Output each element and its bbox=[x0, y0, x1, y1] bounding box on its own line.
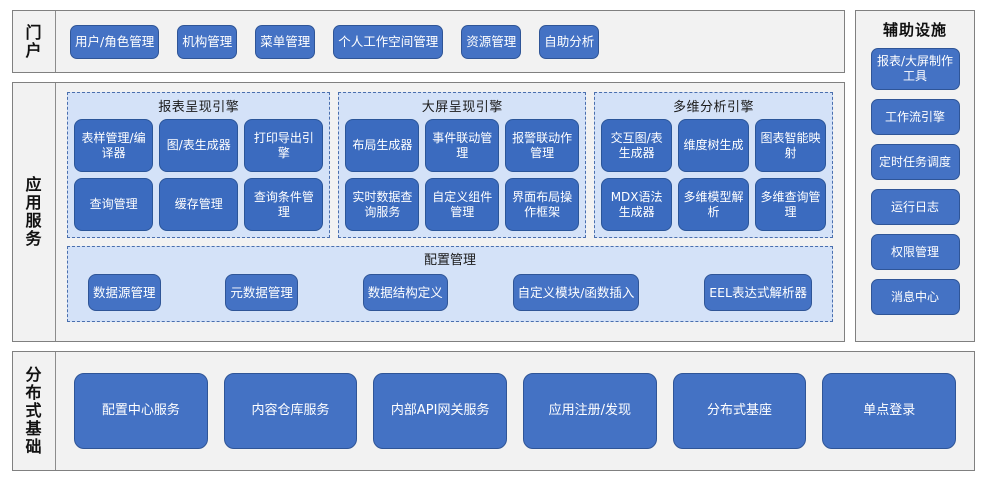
portal-item-resource[interactable]: 资源管理 bbox=[461, 24, 522, 59]
portal-item-org[interactable]: 机构管理 bbox=[177, 24, 238, 59]
distributed-foundation-label: 分布式基础 bbox=[13, 352, 55, 470]
portal-section-label-text: 门户 bbox=[25, 22, 43, 60]
portal-item-menu[interactable]: 菜单管理 bbox=[255, 24, 316, 59]
config-management-title: 配置管理 bbox=[423, 253, 476, 268]
distributed-foundation-section: 分布式基础 配置中心服务 内容仓库服务 内部API网关服务 应用注册/发现 分布… bbox=[12, 351, 975, 471]
portal-item-list: 用户/角色管理 机构管理 菜单管理 个人工作空间管理 资源管理 自助分析 bbox=[56, 11, 844, 72]
dist-item-internal-api-gateway[interactable]: 内部API网关服务 bbox=[373, 373, 508, 449]
report-item-query-management[interactable]: 查询管理 bbox=[74, 178, 154, 231]
portal-item-self-service[interactable]: 自助分析 bbox=[539, 24, 600, 59]
config-item-eel-expression-parser[interactable]: EEL表达式解析器 bbox=[704, 274, 812, 311]
bigscreen-item-layout-generator[interactable]: 布局生成器 bbox=[345, 119, 420, 172]
olap-analysis-engine-title: 多维分析引擎 bbox=[673, 100, 755, 115]
report-item-chart-table-generator[interactable]: 图/表生成器 bbox=[159, 119, 239, 172]
olap-item-dimension-tree[interactable]: 维度树生成 bbox=[678, 119, 750, 172]
olap-item-multidim-model-parse[interactable]: 多维模型解析 bbox=[678, 178, 750, 231]
olap-item-interactive-chart-generator[interactable]: 交互图/表生成器 bbox=[601, 119, 673, 172]
application-services-section: 应用服务 报表呈现引擎 表样管理/编译器 图/表生成器 打印导出引擎 查询管理 … bbox=[12, 82, 845, 342]
aux-facilities-list: 报表/大屏制作工具 工作流引擎 定时任务调度 运行日志 权限管理 消息中心 bbox=[856, 48, 974, 315]
report-item-query-condition-management[interactable]: 查询条件管理 bbox=[244, 178, 324, 231]
portal-section: 门户 用户/角色管理 机构管理 菜单管理 个人工作空间管理 资源管理 自助分析 bbox=[12, 10, 845, 73]
dist-item-config-center[interactable]: 配置中心服务 bbox=[74, 373, 208, 449]
aux-facilities-section: 辅助设施 报表/大屏制作工具 工作流引擎 定时任务调度 运行日志 权限管理 消息… bbox=[855, 10, 975, 342]
aux-item-scheduled-task[interactable]: 定时任务调度 bbox=[870, 144, 960, 180]
portal-section-label: 门户 bbox=[13, 11, 55, 72]
application-services-body: 报表呈现引擎 表样管理/编译器 图/表生成器 打印导出引擎 查询管理 缓存管理 … bbox=[55, 83, 844, 341]
aux-item-workflow-engine[interactable]: 工作流引擎 bbox=[870, 99, 960, 135]
bigscreen-item-custom-component[interactable]: 自定义组件管理 bbox=[425, 178, 500, 231]
olap-item-multidim-query-management[interactable]: 多维查询管理 bbox=[755, 178, 826, 231]
application-services-content: 报表呈现引擎 表样管理/编译器 图/表生成器 打印导出引擎 查询管理 缓存管理 … bbox=[56, 83, 844, 341]
bigscreen-item-alarm-action[interactable]: 报警联动作管理 bbox=[505, 119, 580, 172]
bigscreen-rendering-engine-title: 大屏呈现引擎 bbox=[421, 100, 503, 115]
olap-analysis-engine-grid: 交互图/表生成器 维度树生成 图表智能映射 MDX语法生成器 多维模型解析 多维… bbox=[601, 119, 826, 231]
olap-analysis-engine-panel: 多维分析引擎 交互图/表生成器 维度树生成 图表智能映射 MDX语法生成器 多维… bbox=[594, 92, 833, 238]
report-item-template-compiler[interactable]: 表样管理/编译器 bbox=[74, 119, 154, 172]
config-item-metadata[interactable]: 元数据管理 bbox=[225, 274, 298, 311]
report-item-print-export-engine[interactable]: 打印导出引擎 bbox=[244, 119, 324, 172]
report-rendering-engine-grid: 表样管理/编译器 图/表生成器 打印导出引擎 查询管理 缓存管理 查询条件管理 bbox=[74, 119, 324, 231]
config-item-custom-module-function[interactable]: 自定义模块/函数插入 bbox=[512, 274, 640, 311]
report-rendering-engine-panel: 报表呈现引擎 表样管理/编译器 图/表生成器 打印导出引擎 查询管理 缓存管理 … bbox=[67, 92, 331, 238]
olap-item-mdx-generator[interactable]: MDX语法生成器 bbox=[601, 178, 673, 231]
distributed-foundation-list: 配置中心服务 内容仓库服务 内部API网关服务 应用注册/发现 分布式基座 单点… bbox=[56, 352, 974, 470]
report-rendering-engine-title: 报表呈现引擎 bbox=[158, 100, 240, 115]
config-item-data-structure[interactable]: 数据结构定义 bbox=[362, 274, 448, 311]
report-item-cache-management[interactable]: 缓存管理 bbox=[159, 178, 239, 231]
config-management-panel: 配置管理 数据源管理 元数据管理 数据结构定义 自定义模块/函数插入 EEL表达… bbox=[67, 246, 833, 322]
config-management-list: 数据源管理 元数据管理 数据结构定义 自定义模块/函数插入 EEL表达式解析器 bbox=[76, 271, 824, 314]
dist-item-sso[interactable]: 单点登录 bbox=[822, 373, 957, 449]
bigscreen-item-ui-layout-framework[interactable]: 界面布局操作框架 bbox=[505, 178, 580, 231]
bigscreen-rendering-engine-grid: 布局生成器 事件联动管理 报警联动作管理 实时数据查询服务 自定义组件管理 界面… bbox=[345, 119, 580, 231]
bigscreen-item-event-linkage[interactable]: 事件联动管理 bbox=[425, 119, 500, 172]
aux-item-runtime-log[interactable]: 运行日志 bbox=[870, 189, 960, 225]
portal-item-user-role[interactable]: 用户/角色管理 bbox=[70, 24, 160, 59]
olap-item-chart-smart-mapping[interactable]: 图表智能映射 bbox=[755, 119, 826, 172]
bigscreen-rendering-engine-panel: 大屏呈现引擎 布局生成器 事件联动管理 报警联动作管理 实时数据查询服务 自定义… bbox=[338, 92, 587, 238]
dist-item-content-repository[interactable]: 内容仓库服务 bbox=[223, 373, 358, 449]
application-services-label-text: 应用服务 bbox=[25, 175, 43, 248]
config-item-datasource[interactable]: 数据源管理 bbox=[88, 274, 161, 311]
application-services-label: 应用服务 bbox=[13, 83, 55, 341]
portal-item-workspace[interactable]: 个人工作空间管理 bbox=[333, 24, 444, 59]
aux-item-permission[interactable]: 权限管理 bbox=[870, 234, 960, 270]
distributed-foundation-label-text: 分布式基础 bbox=[25, 365, 43, 456]
bigscreen-item-realtime-query[interactable]: 实时数据查询服务 bbox=[345, 178, 420, 231]
dist-item-app-registry-discovery[interactable]: 应用注册/发现 bbox=[523, 373, 657, 449]
engines-row: 报表呈现引擎 表样管理/编译器 图/表生成器 打印导出引擎 查询管理 缓存管理 … bbox=[67, 92, 833, 238]
portal-section-body: 用户/角色管理 机构管理 菜单管理 个人工作空间管理 资源管理 自助分析 bbox=[55, 11, 844, 72]
aux-item-report-bigscreen-tool[interactable]: 报表/大屏制作工具 bbox=[870, 48, 960, 90]
distributed-foundation-body: 配置中心服务 内容仓库服务 内部API网关服务 应用注册/发现 分布式基座 单点… bbox=[55, 352, 974, 470]
dist-item-distributed-base[interactable]: 分布式基座 bbox=[672, 373, 807, 449]
aux-facilities-title: 辅助设施 bbox=[882, 21, 947, 39]
aux-item-message-center[interactable]: 消息中心 bbox=[870, 279, 960, 315]
